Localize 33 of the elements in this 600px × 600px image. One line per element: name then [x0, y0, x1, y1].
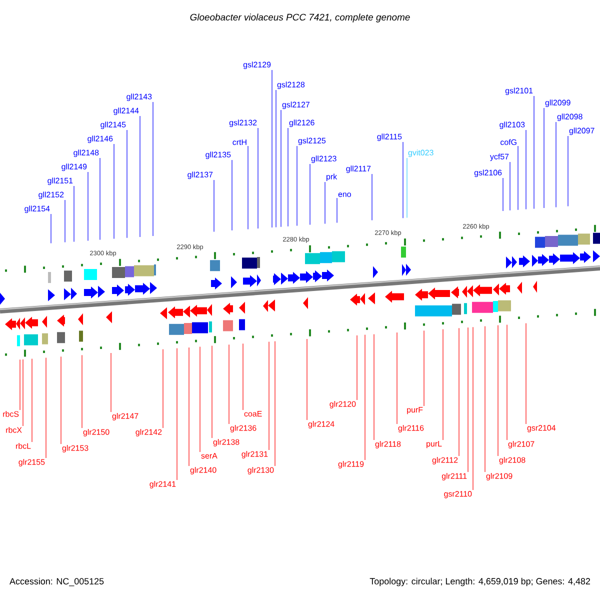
leader-line — [188, 347, 190, 466]
title: Gloeobacter violaceus PCC 7421, complete genome — [190, 14, 410, 22]
leader-line — [442, 329, 444, 440]
leader-line — [228, 344, 230, 424]
leader-line — [324, 182, 326, 224]
leader-line — [64, 200, 66, 243]
leader-line — [502, 178, 504, 212]
leader-line — [274, 341, 276, 466]
accession-text: Accession: NC_005125 — [10, 578, 104, 586]
leader-line — [110, 352, 112, 412]
leader-line — [242, 343, 244, 410]
leader-line — [484, 326, 486, 472]
genome-info-text: Topology: circular; Length: 4,659,019 bp; Genes: 4,482 — [370, 578, 590, 586]
leader-line — [268, 341, 270, 450]
leader-line — [296, 146, 298, 226]
leader-line — [506, 324, 508, 440]
leader-line — [126, 130, 128, 238]
leader-line — [472, 326, 474, 490]
leader-line — [280, 110, 282, 228]
leader-line — [60, 356, 62, 444]
leader-line — [22, 359, 24, 426]
leader-line — [458, 328, 460, 456]
leader-line — [402, 142, 404, 218]
leader-line — [50, 214, 52, 244]
leader-line — [406, 158, 408, 218]
leader-line — [336, 198, 338, 224]
leader-line — [162, 349, 164, 428]
leader-line — [396, 332, 398, 424]
leader-line — [152, 102, 154, 236]
leader-line — [306, 338, 308, 420]
leader-line — [364, 334, 366, 460]
leader-line — [176, 348, 178, 480]
leader-line — [356, 335, 358, 400]
